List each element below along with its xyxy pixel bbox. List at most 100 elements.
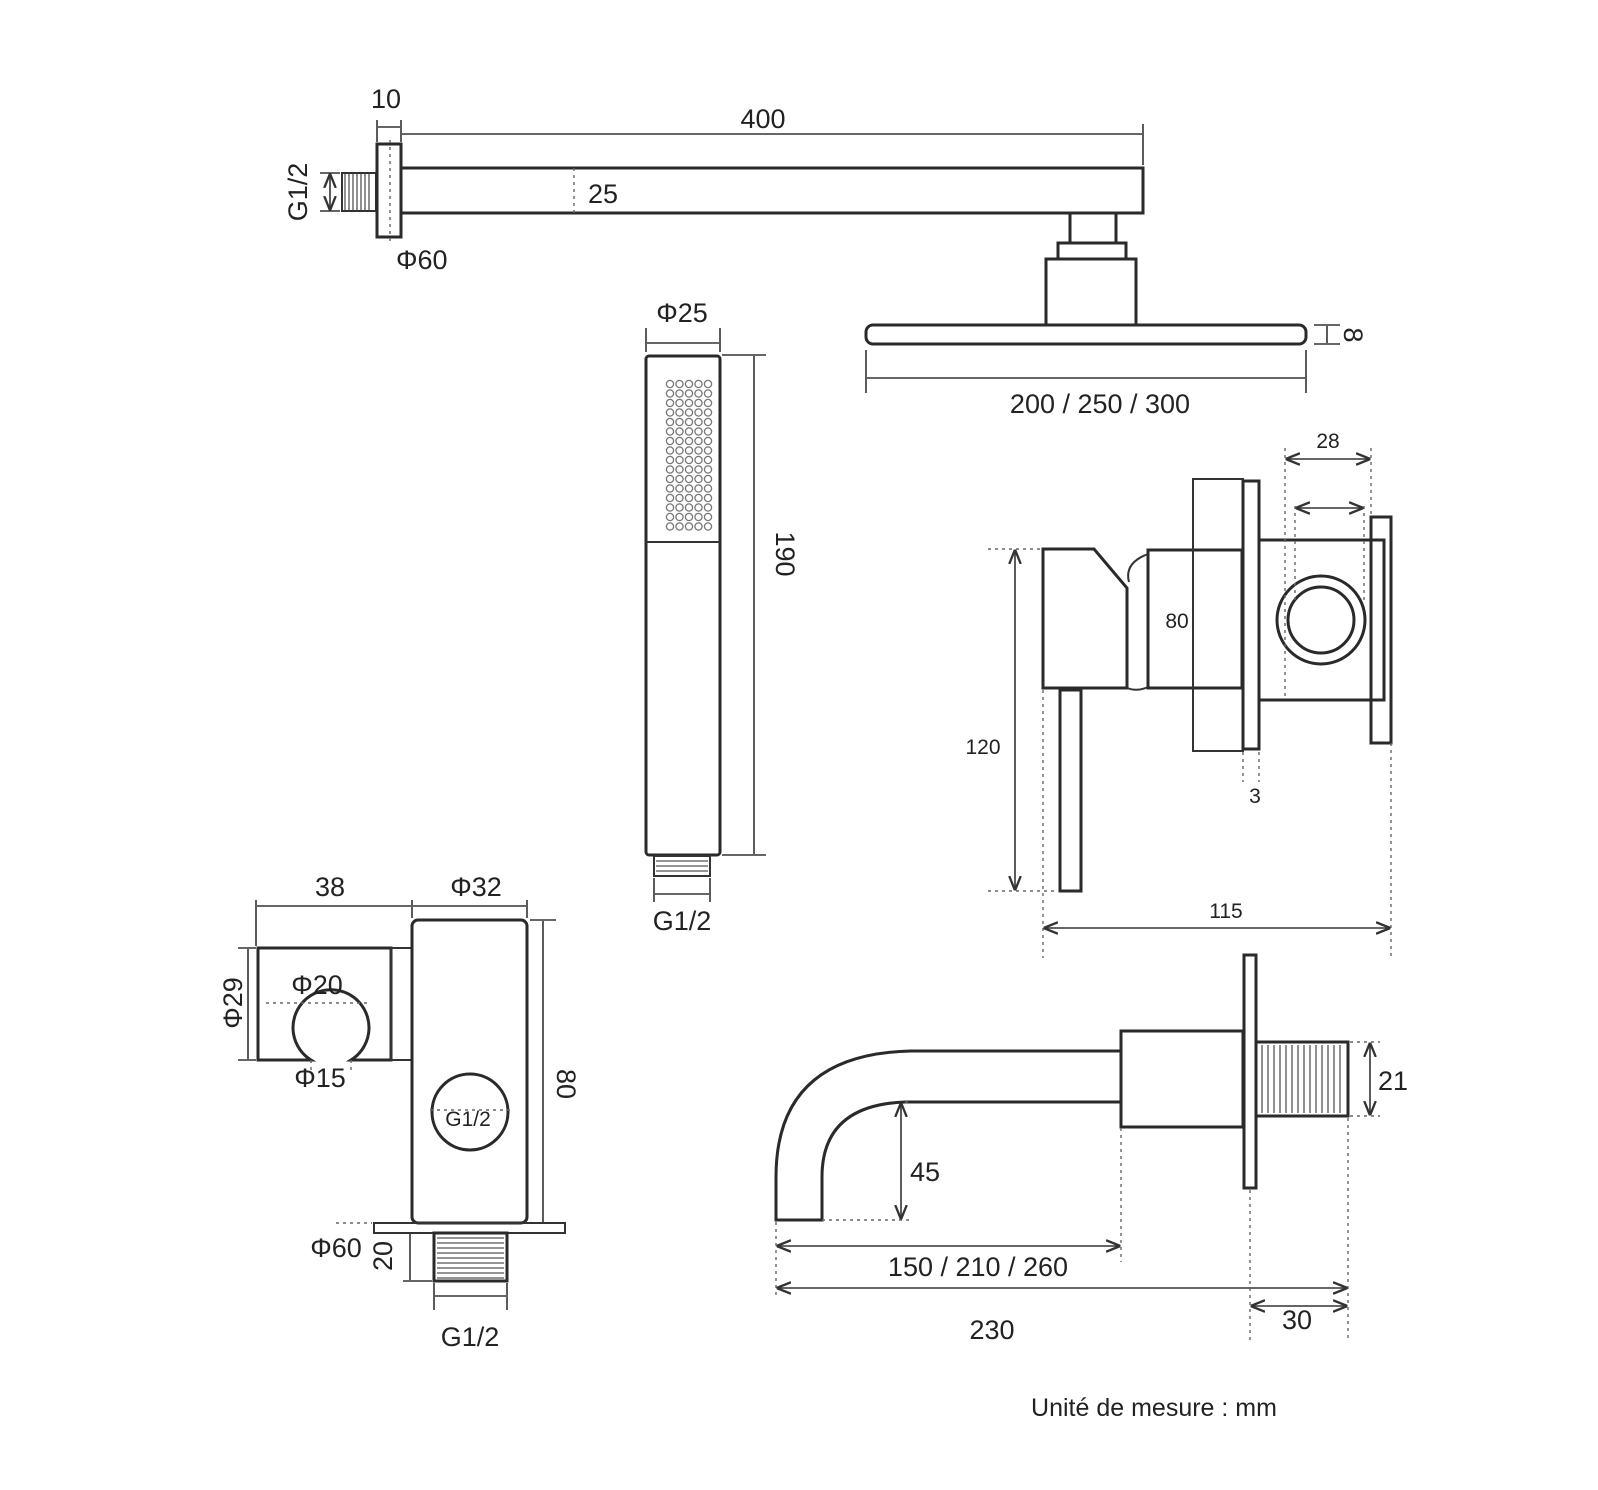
nozzle-dot	[694, 503, 703, 512]
nozzle-dot	[694, 398, 703, 408]
nozzle-dot	[675, 436, 684, 446]
spout-total-length-label: 230	[969, 1315, 1014, 1345]
holder-width-label: 38	[315, 872, 345, 902]
nozzle-dot	[684, 484, 694, 493]
nozzle-dot	[675, 427, 684, 436]
nozzle-dot	[684, 379, 694, 389]
nozzle-dot	[684, 455, 694, 465]
nozzle-dot	[694, 379, 703, 389]
nozzle-dot	[684, 427, 694, 436]
nozzle-dot	[694, 427, 703, 436]
nozzle-dot	[684, 436, 694, 446]
nozzle-dot	[665, 503, 675, 512]
arm-flange-thickness-label: 10	[371, 84, 401, 114]
nozzle-dot	[703, 484, 713, 493]
nozzle-dot	[703, 417, 713, 427]
nozzle-dot	[665, 398, 675, 408]
holder-height-label: 80	[551, 1069, 581, 1099]
nozzle-dot	[675, 465, 684, 474]
mixer-total-depth-label: 115	[1209, 900, 1242, 923]
nozzle-dot	[675, 522, 684, 531]
nozzle-dot	[703, 436, 713, 446]
nozzle-dot	[694, 465, 703, 474]
spout: 45 21 150 / 210 / 260 230 30	[774, 953, 1408, 1345]
nozzle-dot	[684, 446, 694, 455]
nozzle-dot	[675, 379, 684, 389]
arm-height-label: 25	[588, 179, 618, 209]
nozzle-dot	[703, 522, 713, 531]
nozzle-dot	[684, 522, 694, 531]
nozzle-dot	[665, 389, 675, 398]
nozzle-dot	[684, 398, 694, 408]
nozzle-dot	[684, 408, 694, 417]
hand-shower-length-label: 190	[770, 531, 800, 576]
nozzle-dot	[665, 379, 675, 389]
head-height-label: 8	[1338, 327, 1368, 342]
nozzle-dot	[684, 389, 694, 398]
mixer-lever-height-label: 120	[965, 736, 1000, 759]
spout-outlet-drop-label: 45	[910, 1157, 940, 1187]
nozzle-dot	[694, 512, 703, 522]
hand-shower-thread-hatch	[656, 860, 708, 872]
holder-inner-thread-label: G1/2	[445, 1108, 491, 1131]
wall-holder-thread-hatch	[437, 1237, 504, 1279]
nozzle-dot	[684, 465, 694, 474]
nozzle-dot	[703, 446, 713, 455]
nozzle-dot	[694, 436, 703, 446]
shower-arm: 10 400 G1/2 25 Φ60	[283, 84, 1145, 327]
nozzle-dot	[694, 455, 703, 465]
nozzle-dot	[703, 427, 713, 436]
nozzle-dot	[675, 455, 684, 465]
arm-thread-hatch	[344, 174, 370, 210]
holder-thread-length-label: 20	[368, 1241, 398, 1271]
nozzle-dot	[694, 417, 703, 427]
hand-shower: Φ25 190 G1/2	[644, 298, 800, 936]
mixer-plate-thickness-label: 3	[1249, 785, 1261, 808]
nozzle-dot	[684, 503, 694, 512]
nozzle-dot	[703, 503, 713, 512]
holder-slot-diameter-label: Φ15	[294, 1063, 346, 1093]
spout-thread-diameter-label: 21	[1378, 1066, 1408, 1096]
nozzle-dot	[665, 427, 675, 436]
nozzle-dot	[675, 389, 684, 398]
holder-flange-diameter-label: Φ60	[310, 1233, 362, 1263]
nozzle-dot	[703, 398, 713, 408]
nozzle-dot	[665, 436, 675, 446]
arm-flange-diameter-label: Φ60	[396, 245, 448, 275]
nozzle-dot	[694, 484, 703, 493]
nozzle-dot	[703, 493, 713, 503]
nozzle-dot	[675, 484, 684, 493]
nozzle-dot	[675, 398, 684, 408]
nozzle-dot	[665, 484, 675, 493]
nozzle-dot	[703, 379, 713, 389]
nozzle-dot	[694, 389, 703, 398]
holder-outlet-diameter-label: Φ32	[450, 872, 502, 902]
nozzle-dot	[684, 474, 694, 484]
nozzle-dot	[694, 522, 703, 531]
nozzle-dot	[665, 446, 675, 455]
head-width-label: 200 / 250 / 300	[1010, 389, 1190, 419]
nozzle-dot	[703, 474, 713, 484]
wall-holder: 38 Φ32 Φ29 Φ20 Φ15 G1/2 80 Φ60 20 G1/2	[218, 872, 581, 1352]
nozzle-dot	[694, 408, 703, 417]
nozzle-dot	[665, 455, 675, 465]
holder-cradle-diameter-label: Φ20	[291, 970, 343, 1000]
nozzle-dot	[703, 408, 713, 417]
holder-cradle-height-label: Φ29	[218, 977, 248, 1029]
mixer-depth-label: 28	[1316, 430, 1339, 453]
shower-head: 8 200 / 250 / 300	[864, 323, 1368, 419]
nozzle-dot	[675, 417, 684, 427]
nozzle-dot	[675, 446, 684, 455]
nozzle-dot	[675, 503, 684, 512]
mixer: 28 80 120 3 115	[965, 430, 1393, 958]
nozzle-dot	[675, 408, 684, 417]
hand-shower-nozzles	[665, 379, 713, 531]
nozzle-dot	[665, 408, 675, 417]
hand-shower-diameter-label: Φ25	[656, 298, 708, 328]
nozzle-dot	[675, 493, 684, 503]
spout-thread-hatch	[1261, 1045, 1341, 1113]
nozzle-dot	[703, 465, 713, 474]
unit-note: Unité de mesure : mm	[1031, 1394, 1277, 1422]
nozzle-dot	[684, 493, 694, 503]
